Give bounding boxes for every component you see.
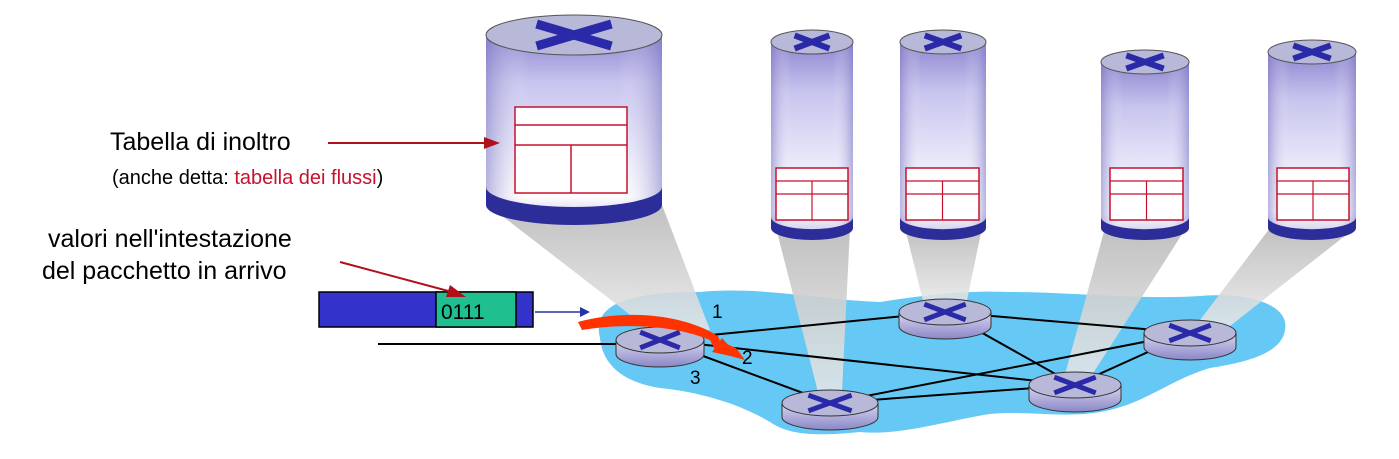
flow-table-icon (514, 106, 628, 194)
router (781, 389, 879, 431)
router-x-icon (923, 32, 963, 52)
router (898, 298, 992, 340)
forwarding-arrow (578, 314, 745, 360)
flow-table-icon (775, 167, 849, 221)
switch-tower (770, 29, 854, 240)
beam-3 (905, 228, 982, 305)
beam-2 (776, 228, 850, 392)
forwarding-table-label: Tabella di inoltro (110, 128, 291, 156)
flow-table-icon (1276, 167, 1350, 221)
switch-tower (1267, 39, 1357, 240)
router-x-icon (1168, 322, 1212, 344)
router-x-icon (1292, 42, 1332, 62)
beam-main (488, 205, 710, 334)
switch-tower (899, 29, 987, 240)
arrow-header-values (339, 261, 453, 293)
router-x-icon (1125, 52, 1165, 72)
flow-table-icon (905, 167, 980, 221)
router (1143, 319, 1237, 361)
router-x-icon (807, 392, 853, 414)
port-3-label: 3 (690, 368, 701, 389)
router-x-icon (793, 32, 831, 52)
switch-tower-main (485, 14, 663, 225)
router-x-icon (639, 329, 681, 351)
router-x-icon (535, 19, 613, 51)
also-called-prefix: (anche detta: (112, 167, 235, 189)
router-x-icon (923, 301, 967, 323)
packet-arrowhead (580, 307, 590, 317)
header-values-label-line2: del pacchetto in arrivo (42, 257, 287, 285)
router (1028, 371, 1122, 413)
beam-5 (1200, 228, 1355, 326)
incoming-packet: 0111 (318, 291, 590, 328)
flow-table-icon (1109, 167, 1184, 221)
packet-header-field (435, 291, 517, 328)
header-value: 0111 (441, 301, 485, 324)
port-2-label: 2 (742, 348, 753, 369)
router-x-icon (1053, 374, 1097, 396)
link (829, 332, 1191, 404)
also-called-suffix: ) (376, 167, 384, 189)
router (615, 326, 705, 368)
port-1-label: 1 (712, 302, 723, 323)
flow-table-note: (anche detta: tabella dei flussi) (112, 166, 383, 190)
header-values-label-line1: valori nell'intestazione (48, 225, 292, 253)
switch-tower (1100, 49, 1190, 240)
annotation-arrows (328, 137, 500, 297)
beam-4 (1064, 228, 1186, 378)
flow-table-term: tabella dei flussi (234, 167, 377, 189)
control-beams (488, 205, 1355, 392)
